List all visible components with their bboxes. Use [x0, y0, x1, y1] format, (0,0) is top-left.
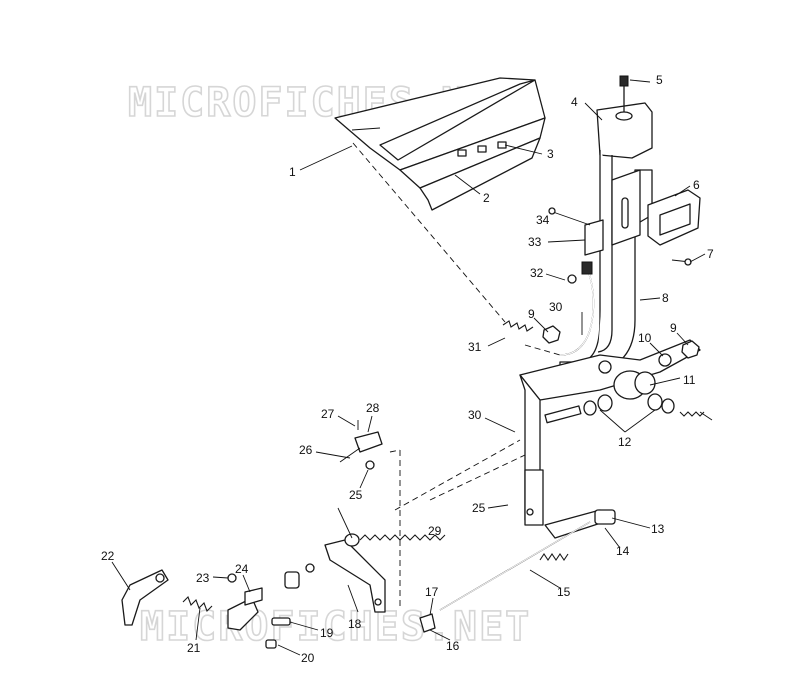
callout-28: 28	[366, 401, 380, 415]
callout-34: 34	[536, 213, 550, 227]
callout-23: 23	[196, 571, 210, 585]
callout-14: 14	[616, 544, 630, 558]
callout-30a: 30	[549, 300, 563, 314]
callout-20: 20	[301, 651, 315, 665]
clevis-assembly	[339, 420, 383, 470]
callout-25a: 25	[349, 488, 363, 502]
callout-3: 3	[547, 147, 554, 161]
callout-2: 2	[483, 191, 490, 205]
callout-26: 26	[299, 443, 313, 457]
callout-labels: 1 2 3 4 5 6 7 8 9 9 10 11 12 13 14 15 16…	[101, 73, 714, 665]
callout-27: 27	[321, 407, 335, 421]
callout-15: 15	[557, 585, 571, 599]
callout-7: 7	[707, 247, 714, 261]
callout-1: 1	[289, 165, 296, 179]
callout-19: 19	[320, 626, 334, 640]
lever-block	[647, 189, 701, 266]
bracket-rail-assembly	[334, 77, 546, 211]
spring-link	[352, 142, 561, 356]
throttle-lever	[559, 150, 653, 373]
callout-5: 5	[656, 73, 663, 87]
callout-9b: 9	[670, 321, 677, 335]
watermark-bottom: MICROFICHES.NET	[140, 604, 531, 650]
callout-17: 17	[425, 585, 439, 599]
callout-9a: 9	[528, 307, 535, 321]
callout-33: 33	[528, 235, 542, 249]
callout-29: 29	[428, 524, 442, 538]
callout-24: 24	[235, 562, 249, 576]
callout-18: 18	[348, 617, 362, 631]
callout-31: 31	[468, 340, 482, 354]
lower-cable-assembly	[359, 439, 616, 611]
throttle-cable	[559, 261, 595, 356]
small-bracket	[548, 207, 604, 256]
callout-12: 12	[618, 435, 632, 449]
callout-32: 32	[530, 266, 544, 280]
callout-6: 6	[693, 178, 700, 192]
callout-10: 10	[638, 331, 652, 345]
callout-22: 22	[101, 549, 115, 563]
callout-13: 13	[651, 522, 665, 536]
cable-bracket-plate	[324, 533, 386, 613]
callout-4: 4	[571, 95, 578, 109]
linkage-assembly	[121, 563, 436, 649]
pivot-assembly	[519, 325, 713, 526]
callout-25b: 25	[472, 501, 486, 515]
callout-21: 21	[187, 641, 201, 655]
leader-lines	[111, 79, 706, 656]
callout-8: 8	[662, 291, 669, 305]
control-cap	[596, 75, 653, 159]
callout-30b: 30	[468, 408, 482, 422]
callout-11: 11	[683, 373, 696, 387]
callout-16: 16	[446, 639, 460, 653]
